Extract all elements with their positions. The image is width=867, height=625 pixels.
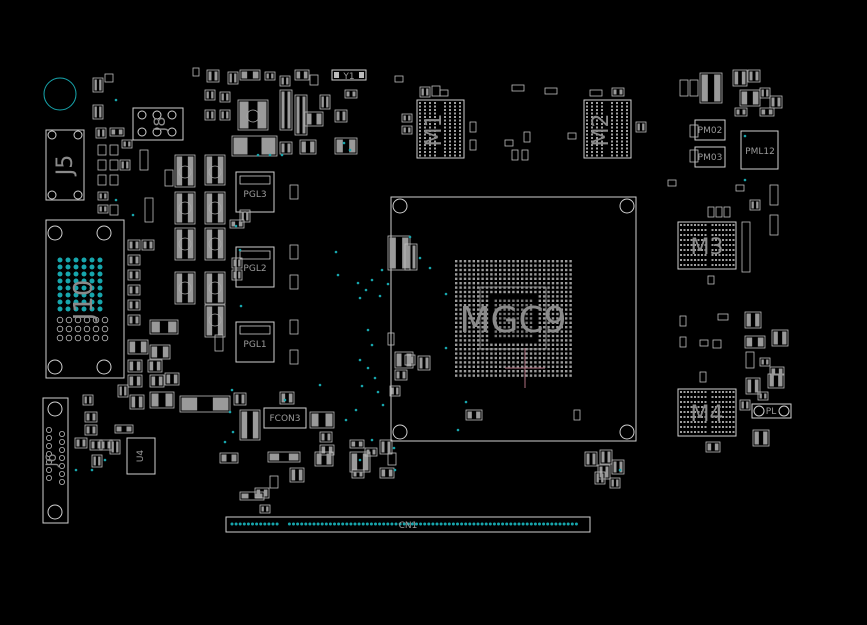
y1-label: Y1 [342, 72, 354, 82]
pml12-label: PML12 [745, 147, 775, 157]
pgl3-label: PGL3 [243, 190, 266, 200]
connector-j8[interactable]: J8 [132, 107, 184, 141]
pgl2-label: PGL2 [243, 264, 266, 274]
connector-j5[interactable]: J5 [45, 129, 85, 201]
memory-m3[interactable]: M3 [677, 221, 737, 270]
m4-label: M4 [691, 402, 724, 427]
j10-label: J10 [69, 280, 99, 323]
vias [74, 98, 747, 472]
cn1-label: CN1 [399, 521, 418, 531]
pgl1-label: PGL1 [243, 340, 266, 350]
mosfet-pm02[interactable]: PM02 [694, 119, 726, 141]
pm03-label: PM03 [698, 153, 723, 163]
pl-label: PL [766, 407, 776, 417]
inductor-pgl3[interactable]: PGL3 [235, 171, 275, 213]
j5-label: J5 [53, 155, 78, 178]
m3-label: M3 [691, 235, 724, 260]
gpu-mgc9[interactable]: MGC9 [390, 196, 637, 442]
memory-m1[interactable]: M1 [416, 99, 465, 159]
connector-j6[interactable]: J6 [42, 397, 69, 524]
inductor-pgl2[interactable]: PGL2 [235, 246, 275, 288]
memory-m2[interactable]: M2 [583, 99, 632, 159]
fcon3-label: FCON3 [269, 414, 300, 424]
connector-cn1[interactable]: CN1 [225, 516, 591, 533]
mosfet-pm03[interactable]: PM03 [694, 146, 726, 168]
j8-label: J8 [150, 117, 169, 133]
led-pl[interactable]: PL [751, 403, 792, 419]
connector-fcon3[interactable]: FCON3 [263, 407, 307, 429]
passive-components [74, 67, 789, 514]
ic-u4[interactable]: U4 [126, 437, 156, 475]
u4-label: U4 [136, 450, 146, 463]
pm02-label: PM02 [698, 126, 723, 136]
memory-m4[interactable]: M4 [677, 388, 737, 437]
m2-label: M2 [589, 114, 614, 147]
mgc9-label: MGC9 [460, 300, 567, 341]
inductor-pgl1[interactable]: PGL1 [235, 321, 275, 363]
inductor-pml12[interactable]: PML12 [740, 130, 779, 170]
crystal-y1[interactable]: Y1 [331, 69, 367, 82]
connector-j10[interactable]: J10 [45, 219, 125, 379]
j6-label: J6 [44, 453, 60, 467]
mounting-hole [43, 77, 77, 111]
m1-label: M1 [422, 114, 447, 147]
